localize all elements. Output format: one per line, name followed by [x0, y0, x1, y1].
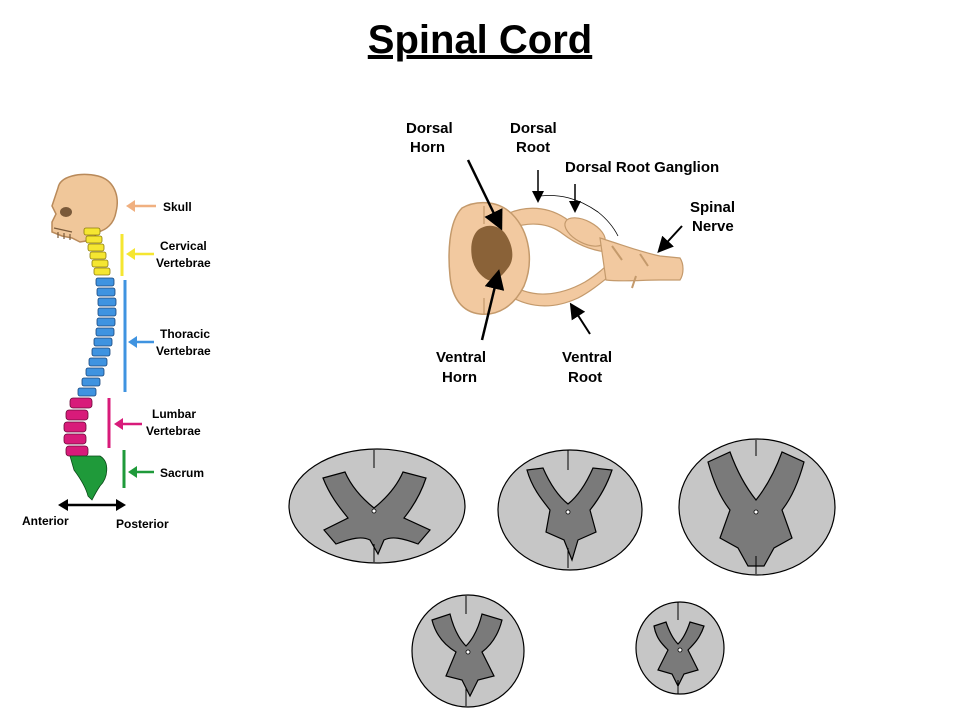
- label-ventral-root-1: Ventral: [562, 349, 612, 366]
- dorsal-horn-pointer: [466, 159, 503, 231]
- label-ventral-horn-1: Ventral: [436, 349, 486, 366]
- segment-section-4: [411, 594, 525, 708]
- label-cervical-2: Vertebrae: [156, 256, 211, 270]
- lumbar-vertebrae: [63, 397, 93, 457]
- label-skull: Skull: [163, 200, 192, 214]
- sacrum: [69, 455, 108, 501]
- ventral-root-pointer: [569, 302, 591, 335]
- segment-section-1: [288, 448, 466, 564]
- label-dorsal-root-1: Dorsal: [510, 120, 557, 137]
- label-posterior: Posterior: [116, 517, 169, 531]
- thoracic-vertebrae: [77, 277, 117, 397]
- label-sacrum: Sacrum: [160, 466, 204, 480]
- label-thoracic-1: Thoracic: [160, 327, 210, 341]
- anterior-posterior-arrow: [58, 499, 126, 511]
- cord-cross-section: Dorsal Horn Dorsal Root Dorsal Root Gang…: [406, 120, 735, 386]
- label-spinal-nerve-2: Nerve: [692, 218, 734, 235]
- nerve-branches: [611, 245, 649, 289]
- ventral-horn-pointer: [480, 269, 505, 341]
- skull-icon: [51, 173, 118, 243]
- label-ventral-root-2: Root: [568, 369, 602, 386]
- cervical-arrow: [126, 248, 154, 260]
- label-dorsal-horn-1: Dorsal: [406, 120, 453, 137]
- thoracic-arrow: [128, 336, 154, 348]
- segment-section-2: [497, 449, 643, 571]
- segment-section-3: [678, 438, 836, 576]
- spinal-nerve-pointer: [657, 225, 683, 253]
- segment-section-5: [635, 601, 725, 695]
- skull-arrow: [126, 200, 156, 212]
- lumbar-arrow: [114, 418, 142, 430]
- label-dorsal-root-ganglion: Dorsal Root Ganglion: [565, 159, 719, 176]
- label-thoracic-2: Vertebrae: [156, 344, 211, 358]
- label-anterior: Anterior: [22, 514, 69, 528]
- sacrum-arrow: [128, 466, 154, 478]
- label-dorsal-horn-2: Horn: [410, 139, 445, 156]
- segment-sections: [288, 438, 836, 708]
- page-title: Spinal Cord: [367, 18, 593, 62]
- label-ventral-horn-2: Horn: [442, 369, 477, 386]
- spine-illustration: Skull Cervical Vertebrae Thoracic Verteb…: [22, 173, 211, 531]
- label-spinal-nerve-1: Spinal: [690, 199, 735, 216]
- label-cervical-1: Cervical: [160, 239, 207, 253]
- dorsal-root-guide: [539, 195, 619, 237]
- label-dorsal-root-2: Root: [516, 139, 550, 156]
- label-lumbar-2: Vertebrae: [146, 424, 201, 438]
- label-lumbar-1: Lumbar: [152, 407, 196, 421]
- cervical-vertebrae: [83, 227, 111, 276]
- spinal-nerve: [599, 237, 684, 282]
- gray-matter: [471, 225, 513, 281]
